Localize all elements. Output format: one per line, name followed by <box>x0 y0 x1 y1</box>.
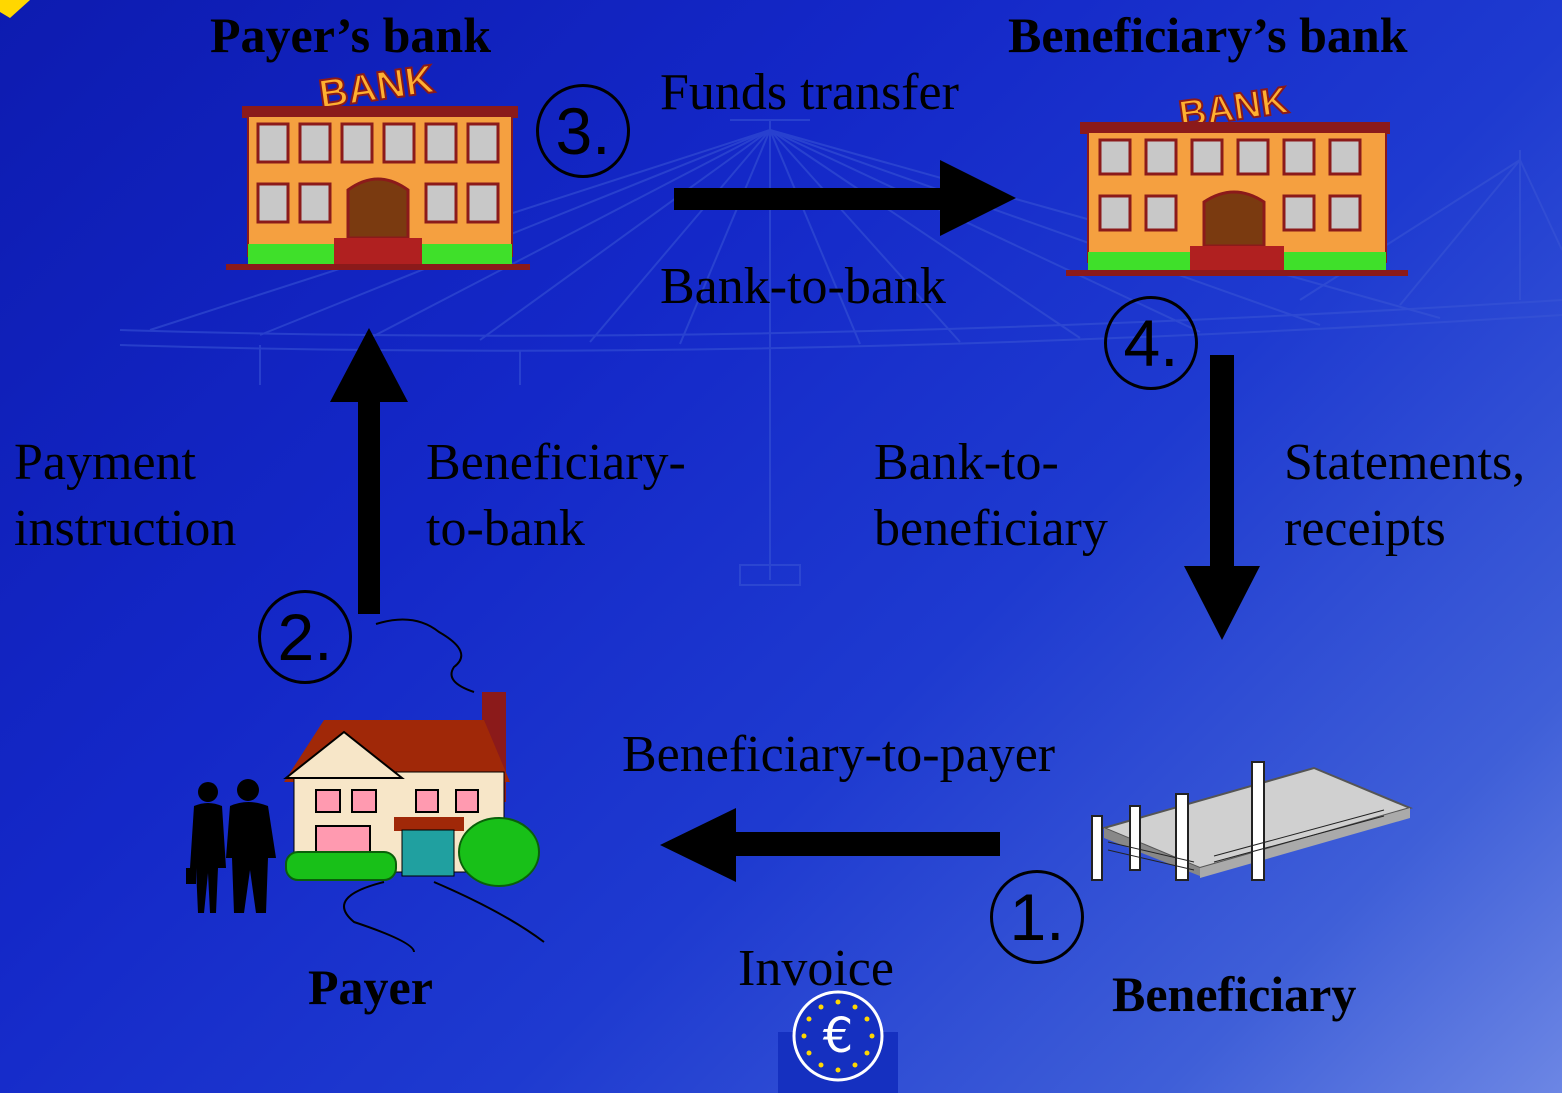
step-2-number: 2. <box>258 590 352 684</box>
arrow-beneficiary-to-payer <box>660 808 1000 882</box>
statements-receipts-label: Statements, receipts <box>1284 434 1526 557</box>
payer-bank-title: Payer’s bank <box>210 7 492 63</box>
payment-instruction-label: Payment instruction <box>14 434 237 557</box>
step-3-number: 3. <box>536 84 630 178</box>
step-1-number: 1. <box>990 870 1084 964</box>
corner-star-icon <box>0 0 30 18</box>
arrow-payer-to-bank <box>330 328 408 614</box>
people-silhouette-icon <box>186 779 276 913</box>
payer-title: Payer <box>308 959 433 1015</box>
arrow-bank-to-bank <box>674 160 1016 236</box>
office-building-icon <box>1091 761 1414 881</box>
beneficiary-to-bank-label: Beneficiary- to-bank <box>426 434 686 557</box>
svg-text:€: € <box>823 1008 854 1064</box>
beneficiary-title: Beneficiary <box>1112 966 1357 1022</box>
invoice-label: Invoice <box>738 940 894 997</box>
step-4-number: 4. <box>1104 296 1198 390</box>
house-icon <box>283 618 545 953</box>
bank-building-icon: BANK <box>1066 79 1408 276</box>
bank-to-bank-label: Bank-to-bank <box>660 258 946 315</box>
beneficiary-to-payer-label: Beneficiary-to-payer <box>622 726 1056 783</box>
arrow-bank-to-beneficiary <box>1184 355 1260 640</box>
euro-logo-icon: € <box>792 990 884 1082</box>
beneficiary-bank-title: Beneficiary’s bank <box>1008 7 1408 63</box>
bank-building-icon: BANK <box>226 56 530 270</box>
bank-to-beneficiary-label: Bank-to- beneficiary <box>874 434 1108 557</box>
funds-transfer-label: Funds transfer <box>660 64 959 121</box>
